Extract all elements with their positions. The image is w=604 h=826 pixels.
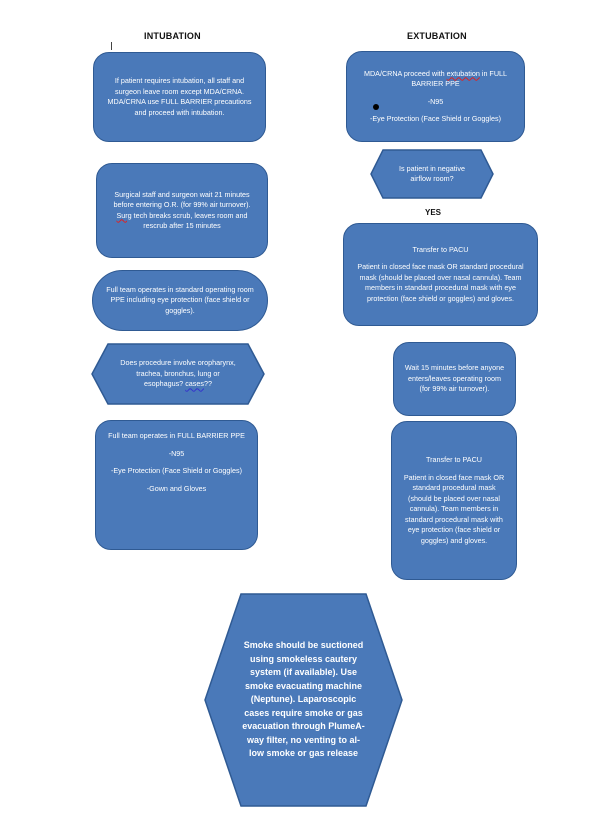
- intubation-step-leave-room: If patient requires intubation, all staf…: [93, 52, 266, 142]
- yes-label: YES: [425, 208, 442, 217]
- procedure-decision-hexagon: [91, 343, 265, 405]
- smoke-evacuation-text: Smoke should be suctioned using smokeles…: [242, 640, 365, 759]
- extubation-line2: -N95: [427, 96, 444, 106]
- full-barrier-line1: Full team operates in FULL BARRIER PPE: [108, 431, 245, 440]
- extubation-transfer-pacu-1: Transfer to PACU Patient in closed face …: [343, 223, 538, 326]
- intubation-step-standard-ppe-text: Full team operates in standard operating…: [106, 284, 254, 315]
- extubation-step-full-barrier: MDA/CRNA proceed with extubation in FULL…: [346, 51, 525, 142]
- negative-airflow-decision-hexagon: [370, 149, 494, 199]
- full-barrier-line3: -Eye Protection (Face Shield or Goggles): [110, 466, 243, 475]
- extubation-transfer-pacu-2: Transfer to PACU Patient in closed face …: [391, 421, 517, 580]
- negative-airflow-decision-text: Is patient in negative airflow room?: [399, 163, 465, 184]
- intubation-step-wait-turnover-text: Surgical staff and surgeon wait 21 minut…: [113, 189, 251, 231]
- bullet-dot: [373, 104, 379, 110]
- extubation-heading: EXTUBATION: [407, 31, 467, 41]
- extubation-wait-15-minutes: Wait 15 minutes before anyone enters/lea…: [393, 342, 516, 416]
- procedure-decision-text: Does procedure involve oropharynx, trach…: [120, 358, 236, 389]
- pacu2-text: Patient in closed face mask OR standard …: [403, 472, 505, 545]
- extubation-line3: -Eye Protection (Face Shield or Goggles): [369, 114, 502, 123]
- extubation-line1: MDA/CRNA proceed with extubation in FULL…: [363, 68, 508, 89]
- smoke-evacuation-hexagon: [204, 593, 403, 807]
- intubation-step-wait-turnover: Surgical staff and surgeon wait 21 minut…: [96, 163, 268, 258]
- full-barrier-line2: -N95: [168, 448, 185, 458]
- pacu1-text: Patient in closed face mask OR standard …: [357, 262, 524, 303]
- intubation-step-standard-ppe: Full team operates in standard operating…: [92, 270, 268, 331]
- intubation-step-leave-room-text: If patient requires intubation, all staf…: [107, 76, 252, 117]
- text-cursor: [111, 42, 112, 50]
- full-barrier-line4: -Gown and Gloves: [146, 483, 207, 493]
- intubation-step-full-barrier: Full team operates in FULL BARRIER PPE -…: [95, 420, 258, 550]
- pacu2-title: Transfer to PACU: [426, 455, 482, 464]
- pacu1-title: Transfer to PACU: [412, 244, 469, 254]
- intubation-heading: INTUBATION: [144, 31, 201, 41]
- wait-15-text: Wait 15 minutes before anyone enters/lea…: [404, 363, 505, 394]
